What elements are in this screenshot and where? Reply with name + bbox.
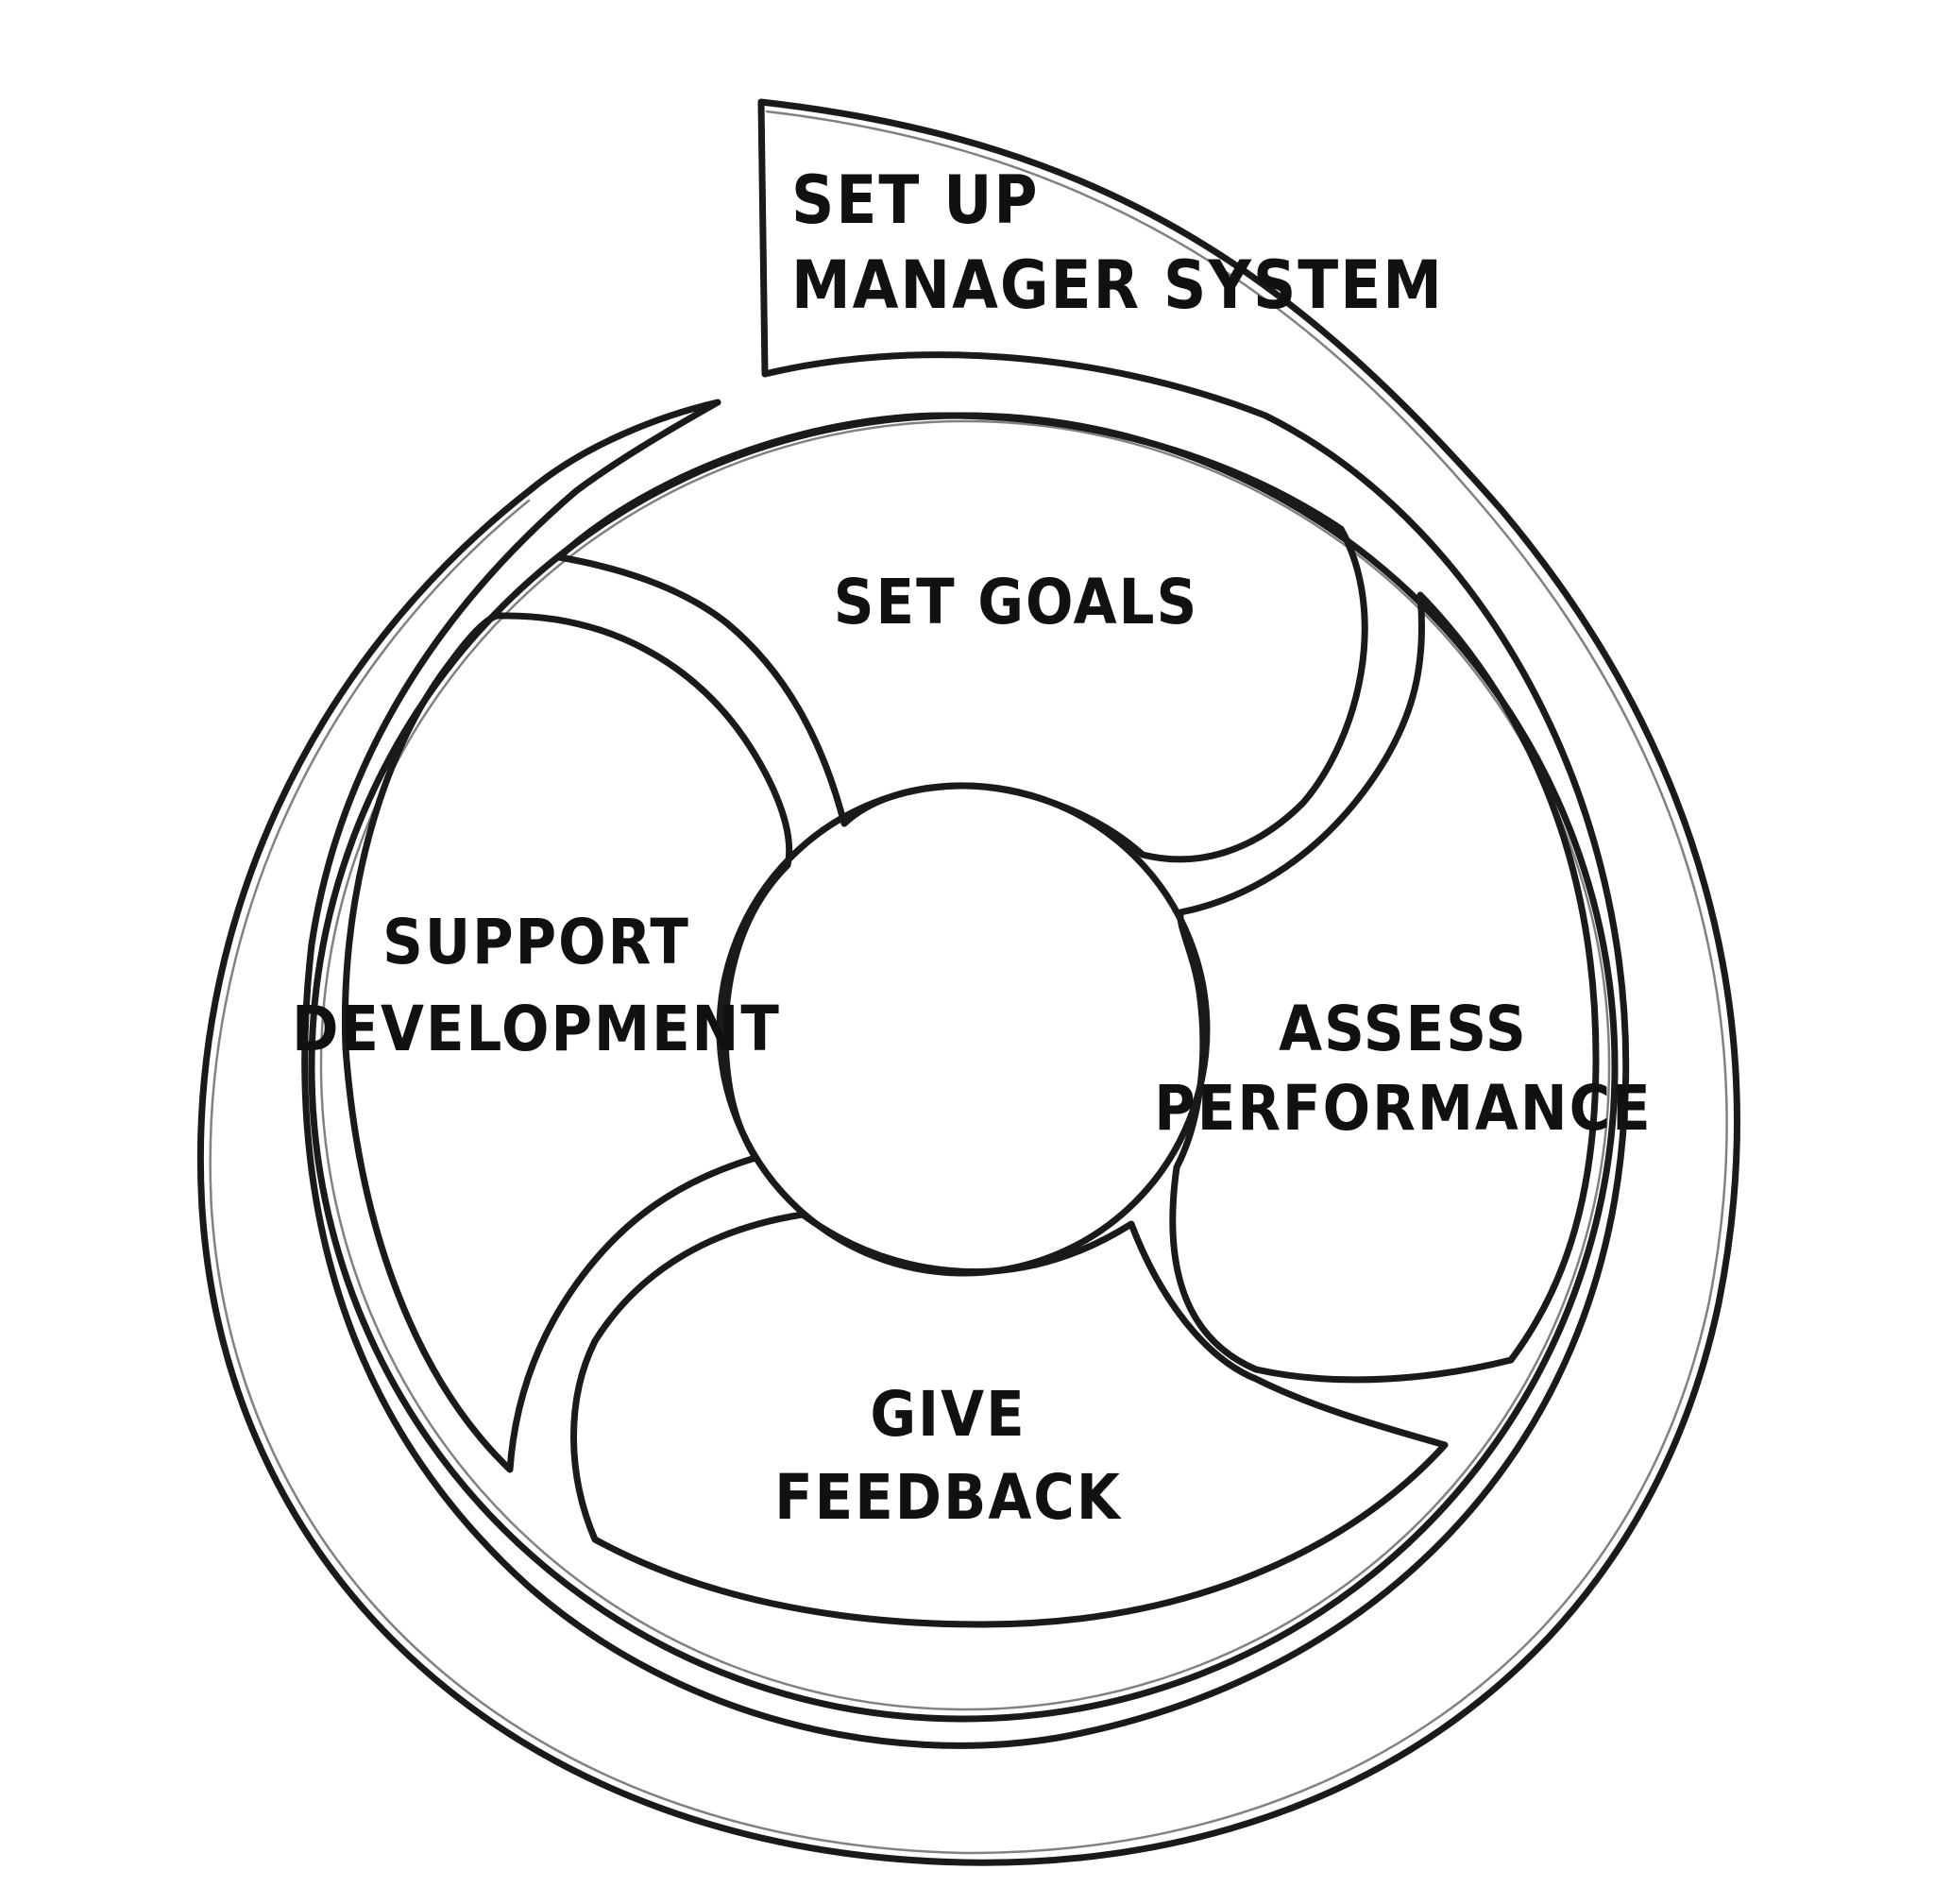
labels: SET UP MANAGER SYSTEM SET GOALS ASSESS P… — [292, 162, 1652, 1534]
outer-band-shape — [196, 98, 1740, 1866]
label-give-line1: GIVE — [870, 1378, 1026, 1451]
segment-set-goals — [555, 412, 1368, 863]
label-set-goals: SET GOALS — [834, 566, 1198, 638]
petal-segments — [341, 412, 1600, 1628]
label-assess-line1: ASSESS — [1279, 993, 1528, 1065]
outer-band-sketch-line — [209, 110, 1728, 1855]
label-give-line2: FEEDBACK — [774, 1461, 1122, 1534]
segment-support-development — [341, 612, 793, 1473]
label-assess-line2: PERFORMANCE — [1154, 1072, 1652, 1145]
band-label-line2: MANAGER SYSTEM — [791, 246, 1444, 324]
label-support-line1: SUPPORT — [382, 906, 690, 978]
inner-ring-sketch-line — [319, 419, 1611, 1711]
segment-assess-performance — [1169, 591, 1600, 1384]
outer-spiral-band — [196, 98, 1740, 1866]
label-support-line2: DEVELOPMENT — [292, 993, 781, 1065]
central-hub — [716, 782, 1211, 1277]
band-label-line1: SET UP — [791, 162, 1040, 239]
segment-give-feedback — [570, 1211, 1449, 1628]
